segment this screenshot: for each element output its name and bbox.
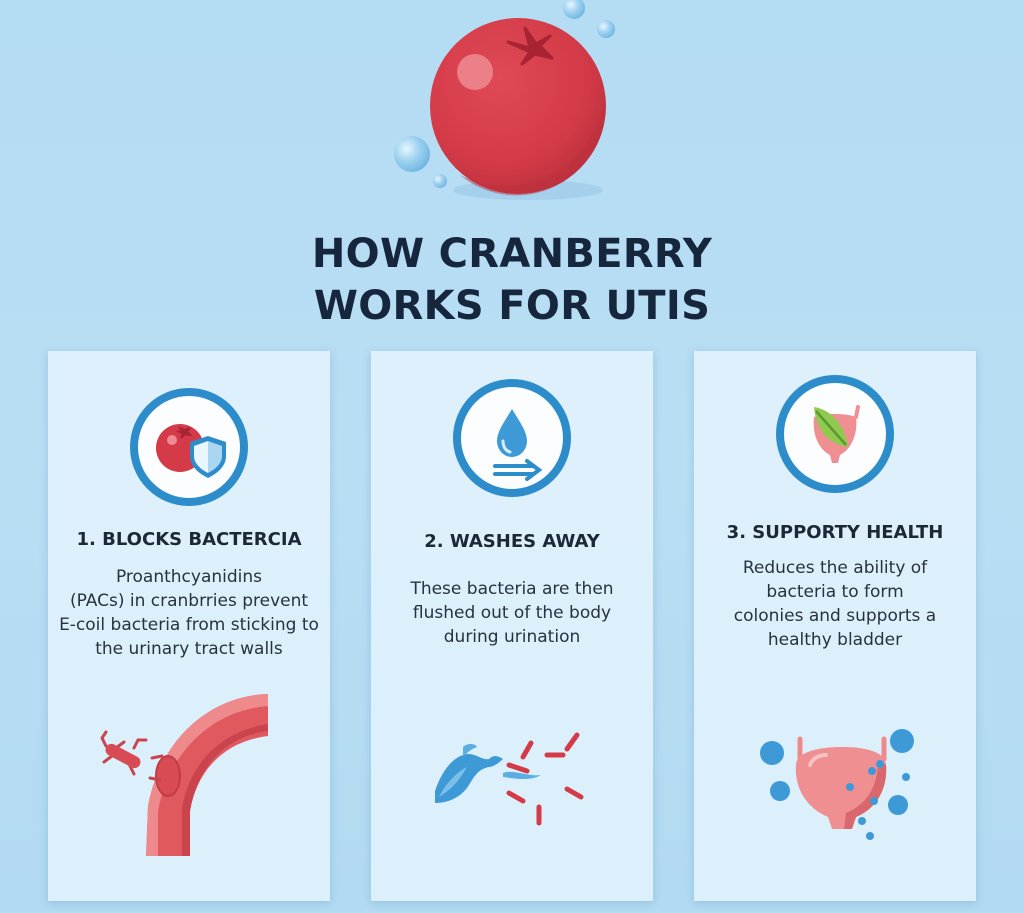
- card-blocks-bacteria: 1. BLOCKS BACTERCIA Proanthcyanidins (PA…: [48, 351, 330, 901]
- description-line: colonies and supports a: [733, 606, 937, 626]
- water-drop-flow-icon: [453, 379, 571, 497]
- card-heading: 1. BLOCKS BACTERCIA: [76, 529, 302, 550]
- card-description: These bacteria are then flushed out of t…: [371, 577, 653, 649]
- description-line: (PACs) in cranbrries prevent: [69, 591, 309, 611]
- description-line: the urinary tract walls: [95, 639, 283, 659]
- description-line: Reduces the ability of: [742, 558, 928, 578]
- description-line: bacteria to form: [766, 582, 904, 602]
- description-line: These bacteria are then: [410, 579, 614, 599]
- description-line: flushed out of the body: [412, 603, 612, 623]
- description-line: E-coil bacteria from sticking to: [59, 615, 319, 635]
- card-description: Proanthcyanidins (PACs) in cranbrries pr…: [48, 565, 330, 661]
- description-line: during urination: [443, 627, 581, 647]
- water-flushing-bacteria-illustration: [435, 732, 584, 826]
- cranberry-shield-icon: [130, 388, 248, 506]
- card-washes-away: 2. WASHES AWAY These bacteria are then f…: [371, 351, 653, 901]
- card-supports-health: 3. SUPPORTY HEALTH Reduces the ability o…: [694, 351, 976, 901]
- title-line-2: WORKS FOR UTIS: [313, 283, 711, 329]
- card-description: Reduces the ability of bacteria to form …: [694, 556, 976, 652]
- description-line: healthy bladder: [767, 630, 903, 650]
- card-heading: 2. WASHES AWAY: [424, 531, 600, 552]
- hero-cranberry-illustration: [380, 0, 660, 210]
- card-heading: 3. SUPPORTY HEALTH: [726, 522, 944, 543]
- bladder-leaf-icon: [776, 375, 894, 493]
- cranberry-icon: [394, 0, 615, 200]
- urinary-tract-wall-bacterium-illustration: [100, 694, 268, 856]
- page-title: HOW CRANBERRY WORKS FOR UTIS: [0, 228, 1024, 332]
- title-line-1: HOW CRANBERRY: [311, 231, 713, 277]
- description-line: Proanthcyanidins: [115, 567, 263, 587]
- healthy-bladder-illustration: [760, 729, 914, 840]
